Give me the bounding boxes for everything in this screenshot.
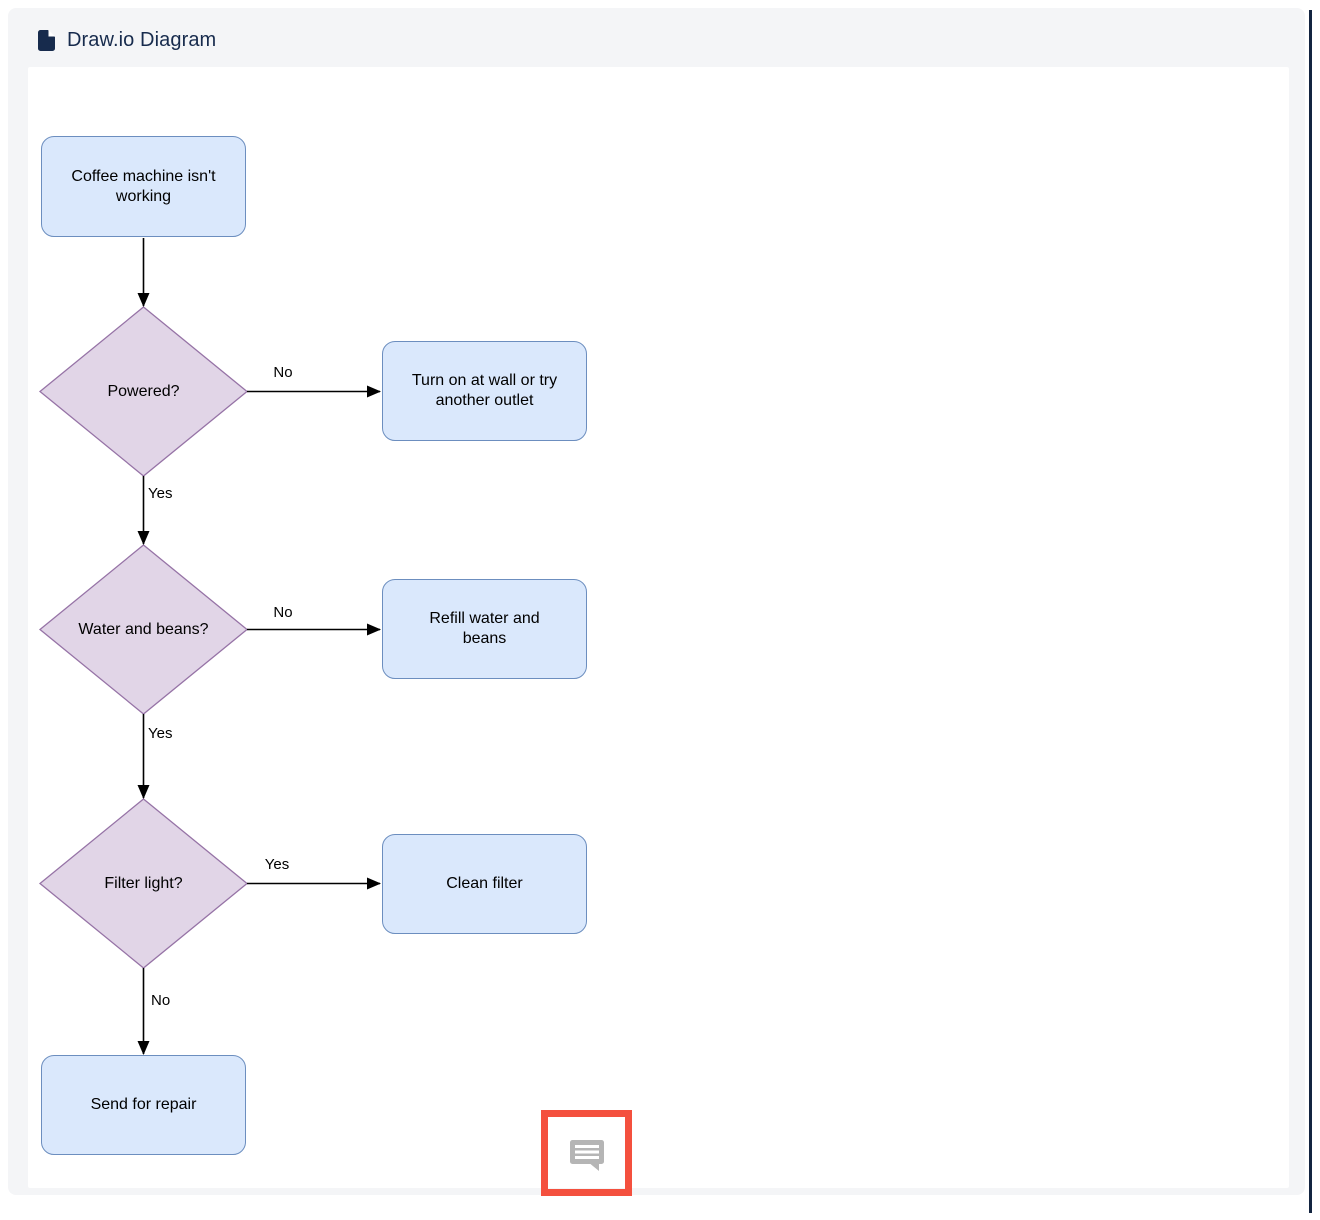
flow-node-turn-on: Turn on at wall or try another outlet <box>382 341 587 441</box>
diagram-canvas: Coffee machine isn't working Turn on at … <box>28 67 1289 1188</box>
macro-header: Draw.io Diagram <box>38 26 216 54</box>
edge-label: No <box>151 992 171 1009</box>
edge-label: No <box>273 604 293 621</box>
macro-title: Draw.io Diagram <box>67 28 217 51</box>
comment-icon[interactable] <box>567 1136 607 1171</box>
edge-label: Yes <box>148 485 173 502</box>
document-icon <box>38 29 55 51</box>
edge-label: No <box>273 364 293 381</box>
flow-node-water-beans: Water and beans? <box>78 620 209 638</box>
flow-node-start: Coffee machine isn't working <box>41 136 246 237</box>
flow-node-powered: Powered? <box>107 382 180 400</box>
annotation-highlight-box <box>541 1110 632 1196</box>
flowchart-graphics <box>38 238 381 1055</box>
flow-node-clean-filter: Clean filter <box>382 834 587 934</box>
flow-node-filter-light: Filter light? <box>104 874 183 892</box>
edge-label: Yes <box>148 725 173 742</box>
drawio-macro-panel: Draw.io Diagram <box>8 8 1305 1195</box>
flow-node-refill: Refill water and beans <box>382 579 587 679</box>
flow-node-send-repair: Send for repair <box>41 1055 246 1155</box>
edge-label: Yes <box>264 856 290 873</box>
right-edge-divider <box>1309 10 1312 1213</box>
